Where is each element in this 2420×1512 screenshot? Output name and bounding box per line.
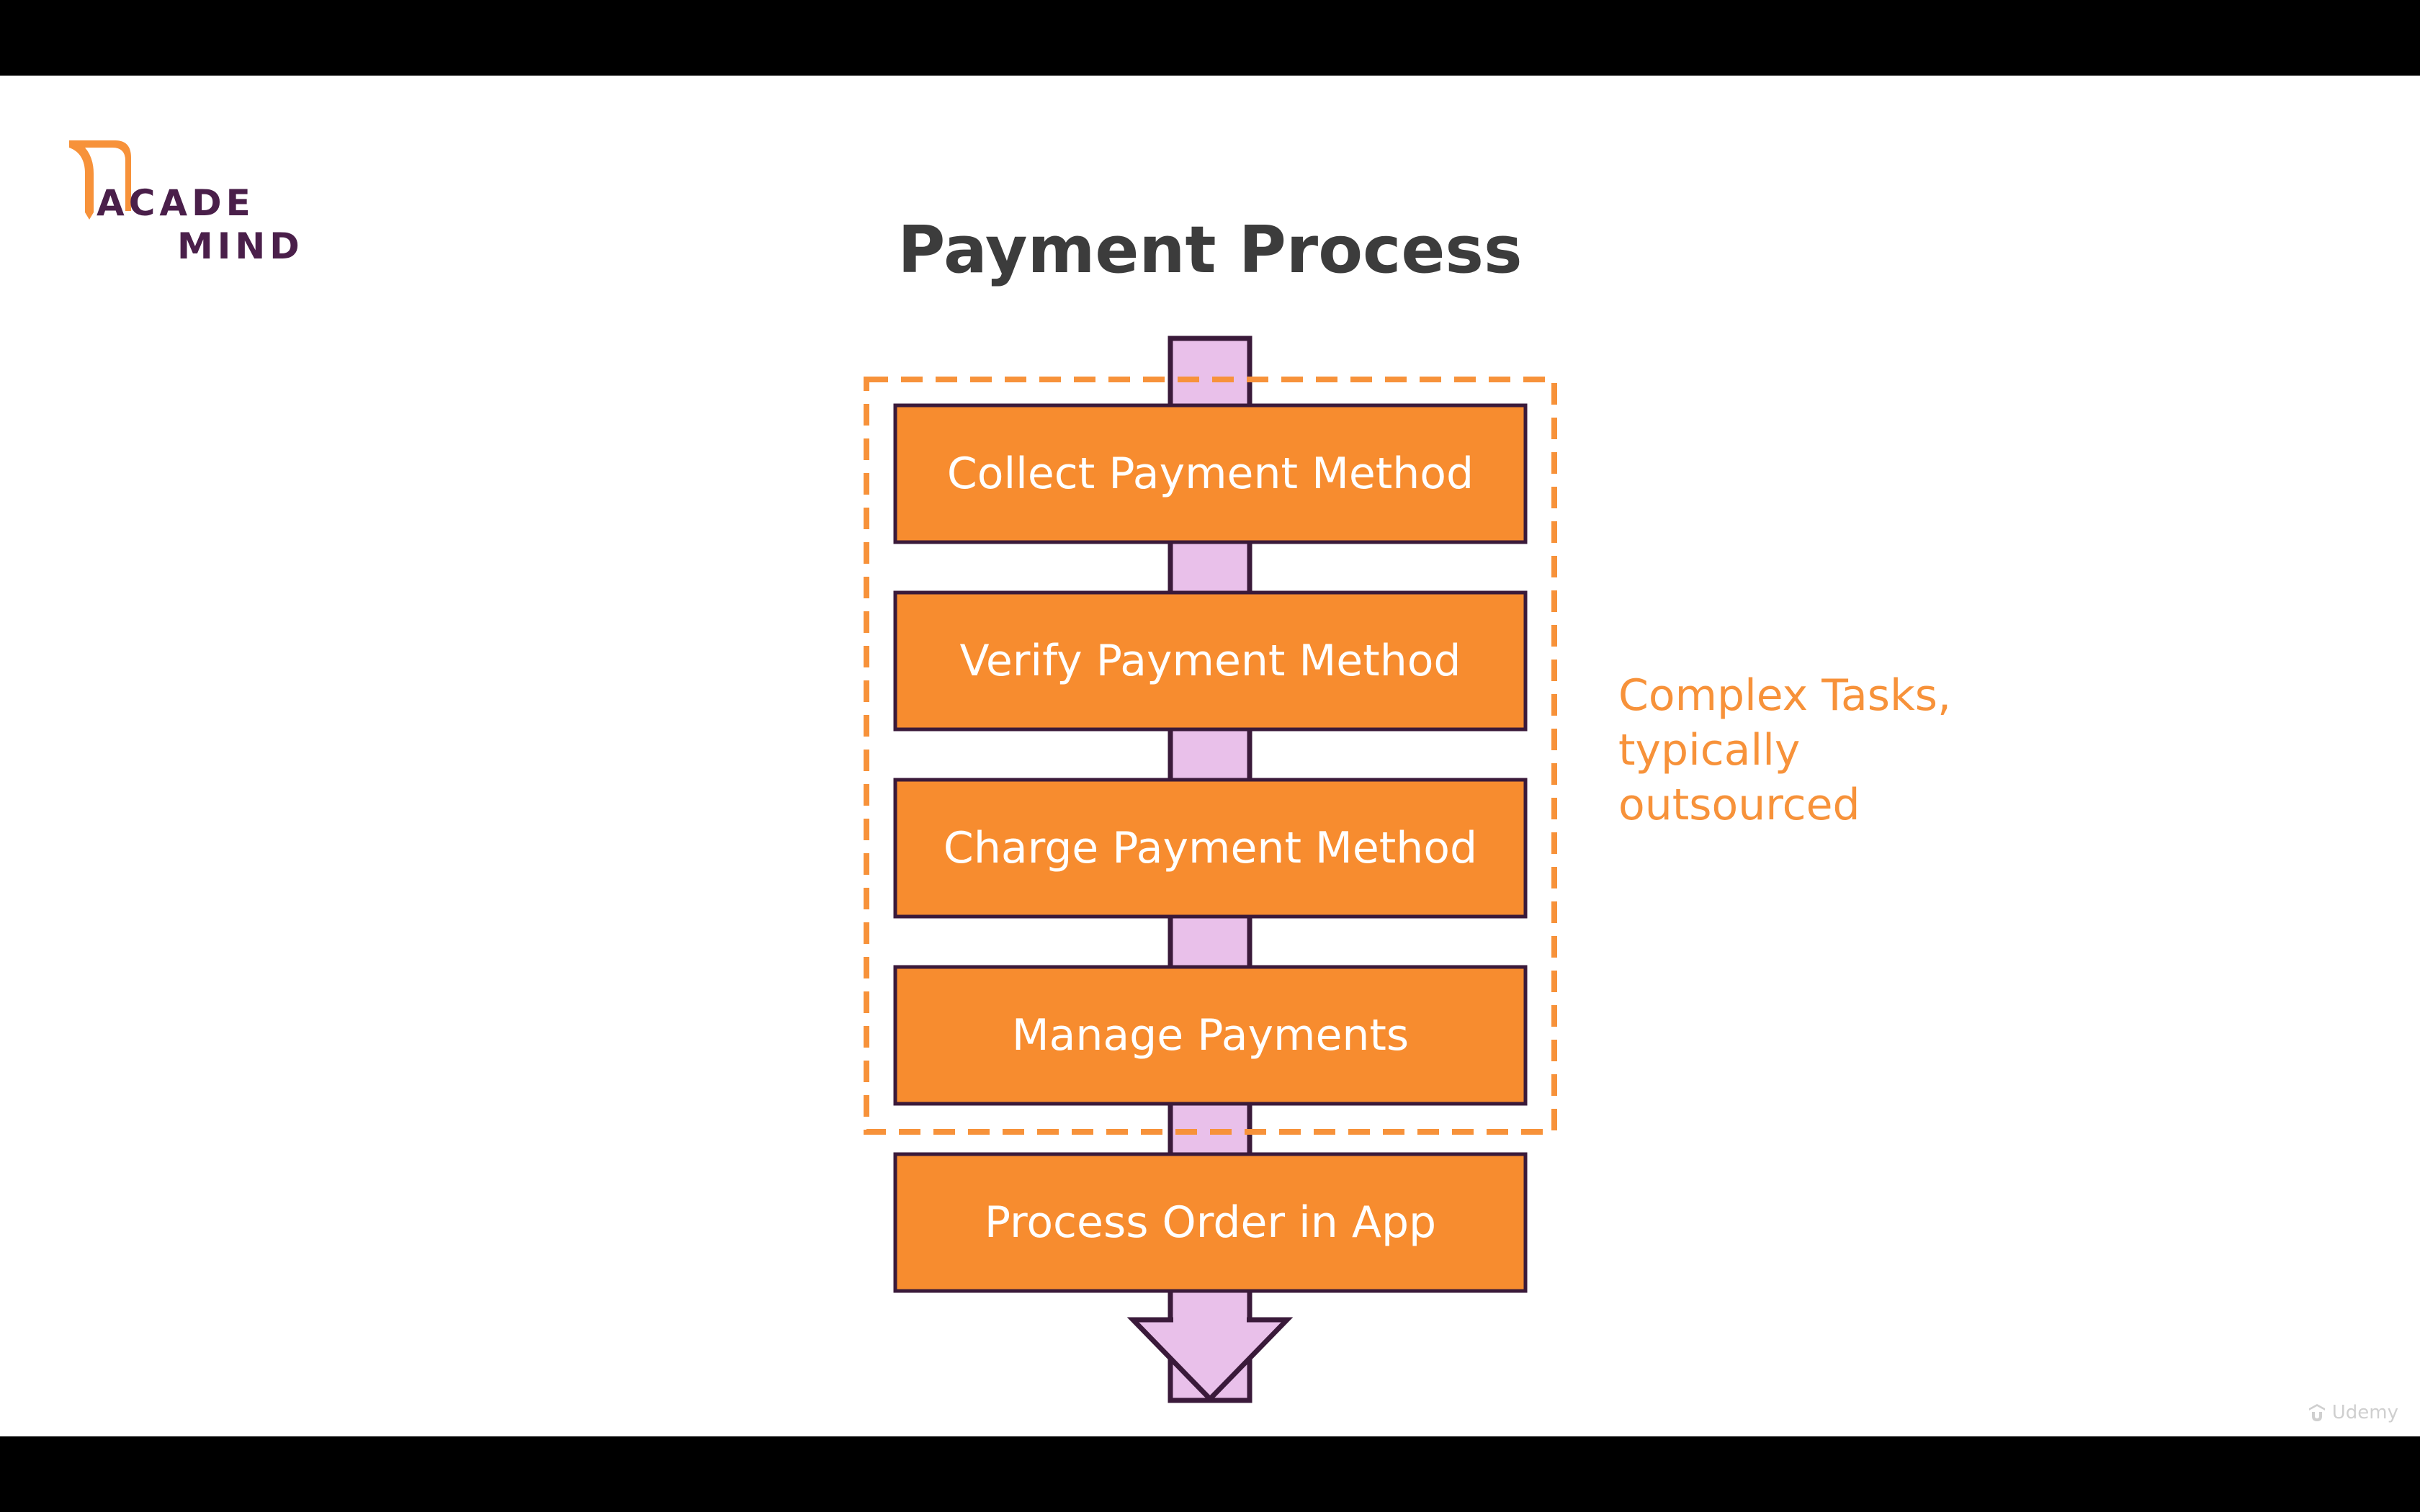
academind-logo: ACADE MIND	[65, 132, 310, 276]
step-label-collect: Collect Payment Method	[946, 449, 1474, 499]
step-box-collect	[893, 403, 1528, 544]
logo-line1: ACADE	[97, 182, 255, 224]
step-box-process-order	[893, 1152, 1528, 1293]
step-box-verify	[893, 590, 1528, 732]
flow-arrow-joint	[1173, 1300, 1247, 1324]
slide: ACADE MIND Payment Process Collect Payme…	[0, 76, 2420, 1436]
udemy-icon	[2308, 1404, 2325, 1421]
step-label-process-order: Process Order in App	[984, 1197, 1437, 1248]
flow-diagram	[864, 336, 1557, 1403]
step-label-charge: Charge Payment Method	[943, 823, 1478, 873]
group-annotation: Complex Tasks, typically outsourced	[1618, 670, 1952, 830]
step-label-manage: Manage Payments	[1011, 1010, 1410, 1061]
page-title: Payment Process	[897, 212, 1523, 288]
step-box-manage	[893, 965, 1528, 1106]
flow-arrow-head	[1126, 1317, 1294, 1403]
udemy-watermark: Udemy	[2306, 1402, 2398, 1423]
udemy-label: Udemy	[2331, 1402, 2398, 1423]
logo-line2: MIND	[177, 225, 304, 267]
step-label-verify: Verify Payment Method	[959, 636, 1461, 686]
outsourced-group-border	[864, 377, 1557, 1135]
step-box-charge	[893, 778, 1528, 919]
